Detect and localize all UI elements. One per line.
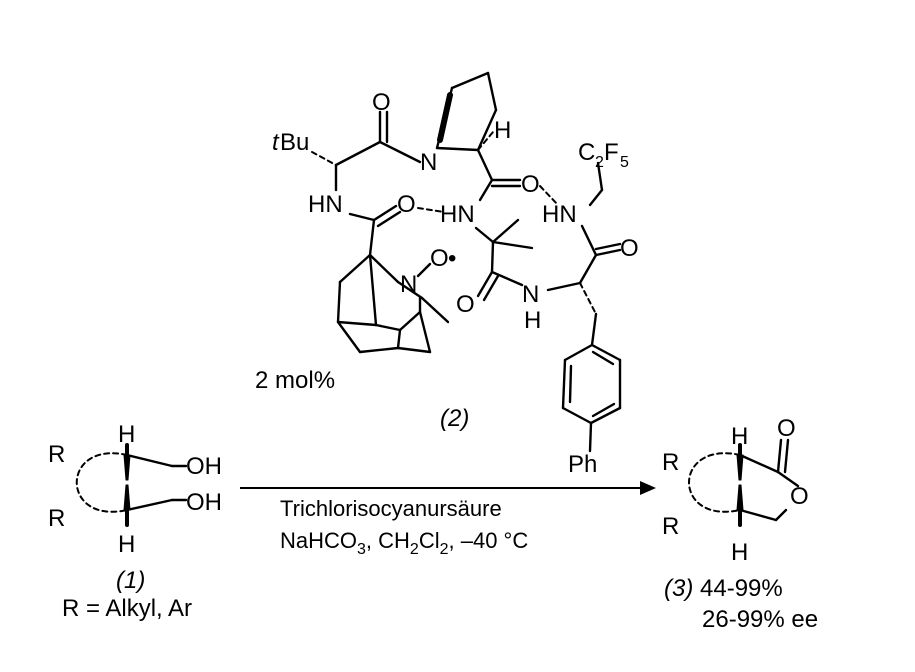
substrate-oh-top: OH [186,453,222,480]
substrate-oh-bottom: OH [186,489,222,516]
product-bonds [736,438,800,527]
product-ee: 26-99% ee [702,606,818,633]
substrate-r-top: R [48,441,65,468]
c2f5-c: C [578,139,595,166]
catalyst-loading: 2 mol% [255,367,335,394]
product-r-top: R [662,449,679,476]
substrate-r-definition: R = Alkyl, Ar [62,595,192,622]
c2f5-f: F [604,139,619,166]
atom-o-oxyl: O [430,245,449,272]
product-h-bottom: H [731,539,748,566]
product-o-carbonyl: O [777,415,796,442]
radical-dot: • [448,245,456,272]
substrate-structure: R R H H OH OH [48,421,222,558]
catalyst-label: (2) [440,405,469,432]
atom-o-left: O [397,191,416,218]
atom-h-pip: H [494,117,511,144]
product-o-ring: O [790,483,809,510]
atom-nh-h: H [524,307,541,334]
tbu-t: t [272,129,280,156]
substrate-label: (1) [116,567,145,594]
tbu-bu: Bu [280,129,309,156]
product-yield: 44-99% [700,575,783,602]
atom-o-right: O [521,171,540,198]
conditions-text: NaHCO3, CH2Cl2, –40 °C [280,528,528,558]
catalyst-structure: t Bu O N H O HN O HN HN C 2 F 5 O N O • … [272,71,639,478]
catalyst-bonds [311,71,622,453]
substrate-bonds [123,443,188,527]
product-structure: R R H H O O [662,415,809,566]
product-label: (3) [664,575,693,602]
c2f5-5: 5 [620,154,629,171]
product-ring [688,452,741,513]
substrate-r-bottom: R [48,505,65,532]
atom-hn-left: HN [308,191,343,218]
atom-hn-right: HN [542,201,577,228]
atom-o-aib: O [456,291,475,318]
c2f5-2: 2 [595,154,604,171]
atom-ph: Ph [568,451,597,478]
atom-hn-mid: HN [440,201,475,228]
atom-nh-n: N [522,281,539,308]
product-h-top: H [731,423,748,450]
atom-n-oxyl: N [400,271,417,298]
substrate-ring [75,452,128,513]
product-r-bottom: R [662,513,679,540]
substrate-h-top: H [118,421,135,448]
substrate-h-bottom: H [118,531,135,558]
reaction-arrow [240,481,656,495]
atom-o-amide: O [620,235,639,262]
atom-n-pip: N [420,149,437,176]
reagent-text: Trichlorisocyanursäure [280,496,502,521]
atom-o-top: O [372,89,391,116]
